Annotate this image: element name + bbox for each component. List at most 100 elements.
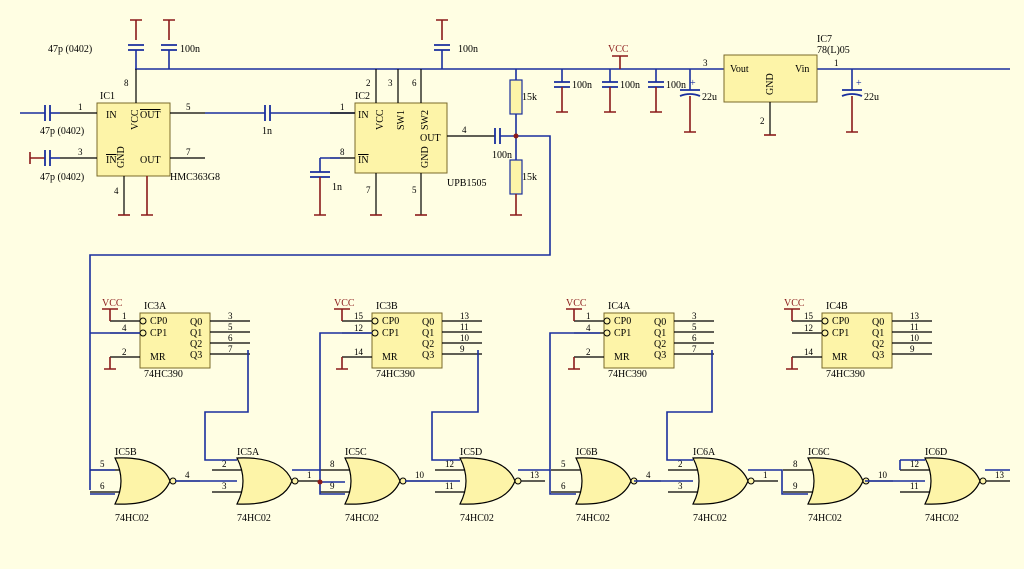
- gate-value: 74HC02: [460, 513, 494, 524]
- counter-out-pin: 3: [228, 311, 233, 321]
- res-label-bot: 15k: [522, 172, 537, 183]
- counter-ref: IC3B: [376, 301, 398, 312]
- gate-pin-out: 10: [415, 470, 425, 480]
- counter-out-pin: 5: [228, 322, 233, 332]
- counter-out-pin: 11: [910, 322, 919, 332]
- counter-pin-cp0: CP0: [382, 316, 399, 327]
- gate-pin-in1: 2: [222, 459, 227, 469]
- cap-label-22u-2: 22u: [864, 92, 879, 103]
- counter-pin-cp0: CP0: [150, 316, 167, 327]
- gate-pin-in2: 6: [100, 481, 105, 491]
- counter-pin-mr: MR: [832, 352, 848, 363]
- gate-value: 74HC02: [115, 513, 149, 524]
- coupling-cap-1n: 1n: [205, 105, 355, 137]
- gate-pin-out: 1: [763, 470, 768, 480]
- counter-pin-num: 1: [586, 311, 591, 321]
- ic7-pin-gnd: GND: [765, 73, 776, 95]
- counter-pin-q3: Q3: [654, 350, 666, 361]
- ic1-ref: IC1: [100, 91, 115, 102]
- counter-value: 74HC390: [826, 369, 865, 380]
- counter-value: 74HC390: [608, 369, 647, 380]
- ic2-ref: IC2: [355, 91, 370, 102]
- gate-ref: IC5C: [345, 447, 367, 458]
- svg-text:3: 3: [78, 147, 83, 157]
- ic1-input-caps: 47p (0402) 47p (0402): [20, 105, 84, 183]
- counter-pin-num: 4: [586, 323, 591, 333]
- cap-label-47p-top: 47p (0402): [48, 44, 92, 55]
- counter-pin-cp1: CP1: [832, 328, 849, 339]
- gate-ref: IC6A: [693, 447, 716, 458]
- decoupling-caps-ic1: 47p (0402) 100n: [48, 19, 200, 69]
- interconnect-wires: [90, 332, 1010, 495]
- svg-text:+: +: [856, 78, 862, 89]
- counter-ref: IC3A: [144, 301, 167, 312]
- counter-out-pin: 7: [692, 344, 697, 354]
- svg-text:7: 7: [186, 147, 191, 157]
- gate-pin-in1: 12: [445, 459, 454, 469]
- counter-pin-num: 12: [804, 323, 813, 333]
- vcc-label: VCC: [102, 298, 123, 309]
- gate-pin-in1: 5: [561, 459, 566, 469]
- counter-out-pin: 3: [692, 311, 697, 321]
- svg-text:3: 3: [703, 58, 708, 68]
- counter-pin-num: 15: [354, 311, 364, 321]
- counter-ic3b: IC3B74HC390CP0CP1MRQ013Q111Q210Q39151214…: [334, 298, 482, 380]
- counter-pin-q2: Q2: [190, 339, 202, 350]
- svg-text:8: 8: [340, 147, 345, 157]
- svg-text:8: 8: [124, 78, 129, 88]
- counter-pin-q1: Q1: [872, 328, 884, 339]
- counter-pin-q3: Q3: [190, 350, 202, 361]
- counter-ref: IC4A: [608, 301, 631, 312]
- svg-text:4: 4: [114, 186, 119, 196]
- cap-label-22u-1: 22u: [702, 92, 717, 103]
- svg-text:1: 1: [78, 102, 83, 112]
- counter-out-pin: 13: [460, 311, 470, 321]
- ic2-pin-sw2: SW2: [420, 110, 431, 130]
- gate-pin-in2: 11: [445, 481, 454, 491]
- counter-pin-q0: Q0: [872, 317, 884, 328]
- counter-value: 74HC390: [376, 369, 415, 380]
- ic2-pin-vcc: VCC: [375, 109, 386, 130]
- counter-pin-q1: Q1: [190, 328, 202, 339]
- gate-ref: IC5B: [115, 447, 137, 458]
- ic7-pin-vin: Vin: [795, 64, 809, 75]
- gate-pin-out: 13: [995, 470, 1005, 480]
- counter-pin-num: 14: [804, 347, 814, 357]
- svg-text:2: 2: [760, 116, 765, 126]
- counter-pin-mr: MR: [614, 352, 630, 363]
- gate-pin-out: 13: [530, 470, 540, 480]
- ic2-pin-sw1: SW1: [396, 110, 407, 130]
- counter-pin-num: 2: [122, 347, 127, 357]
- ic1-hmc363g8: IC1 HMC363G8 IN OUT IN OUT VCC GND 8 1 5…: [60, 69, 220, 216]
- counter-pin-q2: Q2: [422, 339, 434, 350]
- counter-out-pin: 10: [910, 333, 920, 343]
- counter-pin-num: 1: [122, 311, 127, 321]
- vcc-label: VCC: [566, 298, 587, 309]
- ic1-pin-outbar: OUT: [140, 110, 161, 121]
- counter-pin-mr: MR: [382, 352, 398, 363]
- counter-out-pin: 7: [228, 344, 233, 354]
- counter-out-pin: 10: [460, 333, 470, 343]
- vcc-label: VCC: [334, 298, 355, 309]
- cap-label-100n-top: 100n: [180, 44, 200, 55]
- vcc-symbol-top: VCC: [608, 44, 629, 69]
- gate-pin-in1: 8: [793, 459, 798, 469]
- counter-pin-cp1: CP1: [614, 328, 631, 339]
- ic7-pin-vout: Vout: [730, 64, 749, 75]
- counter-ic4b: IC4B74HC390CP0CP1MRQ013Q111Q210Q39151214…: [784, 298, 932, 380]
- counter-out-pin: 6: [692, 333, 697, 343]
- counter-pin-q0: Q0: [654, 317, 666, 328]
- ic2-pin-inbar: IN: [358, 155, 369, 166]
- counter-pin-q0: Q0: [190, 317, 202, 328]
- gate-pin-in1: 12: [910, 459, 919, 469]
- ic7-regulator: IC7 78(L)05 Vout Vin GND 3 1 2 + 22u: [703, 34, 879, 136]
- counter-out-pin: 9: [910, 344, 915, 354]
- svg-text:3: 3: [388, 78, 393, 88]
- gate-pin-in2: 9: [330, 481, 335, 491]
